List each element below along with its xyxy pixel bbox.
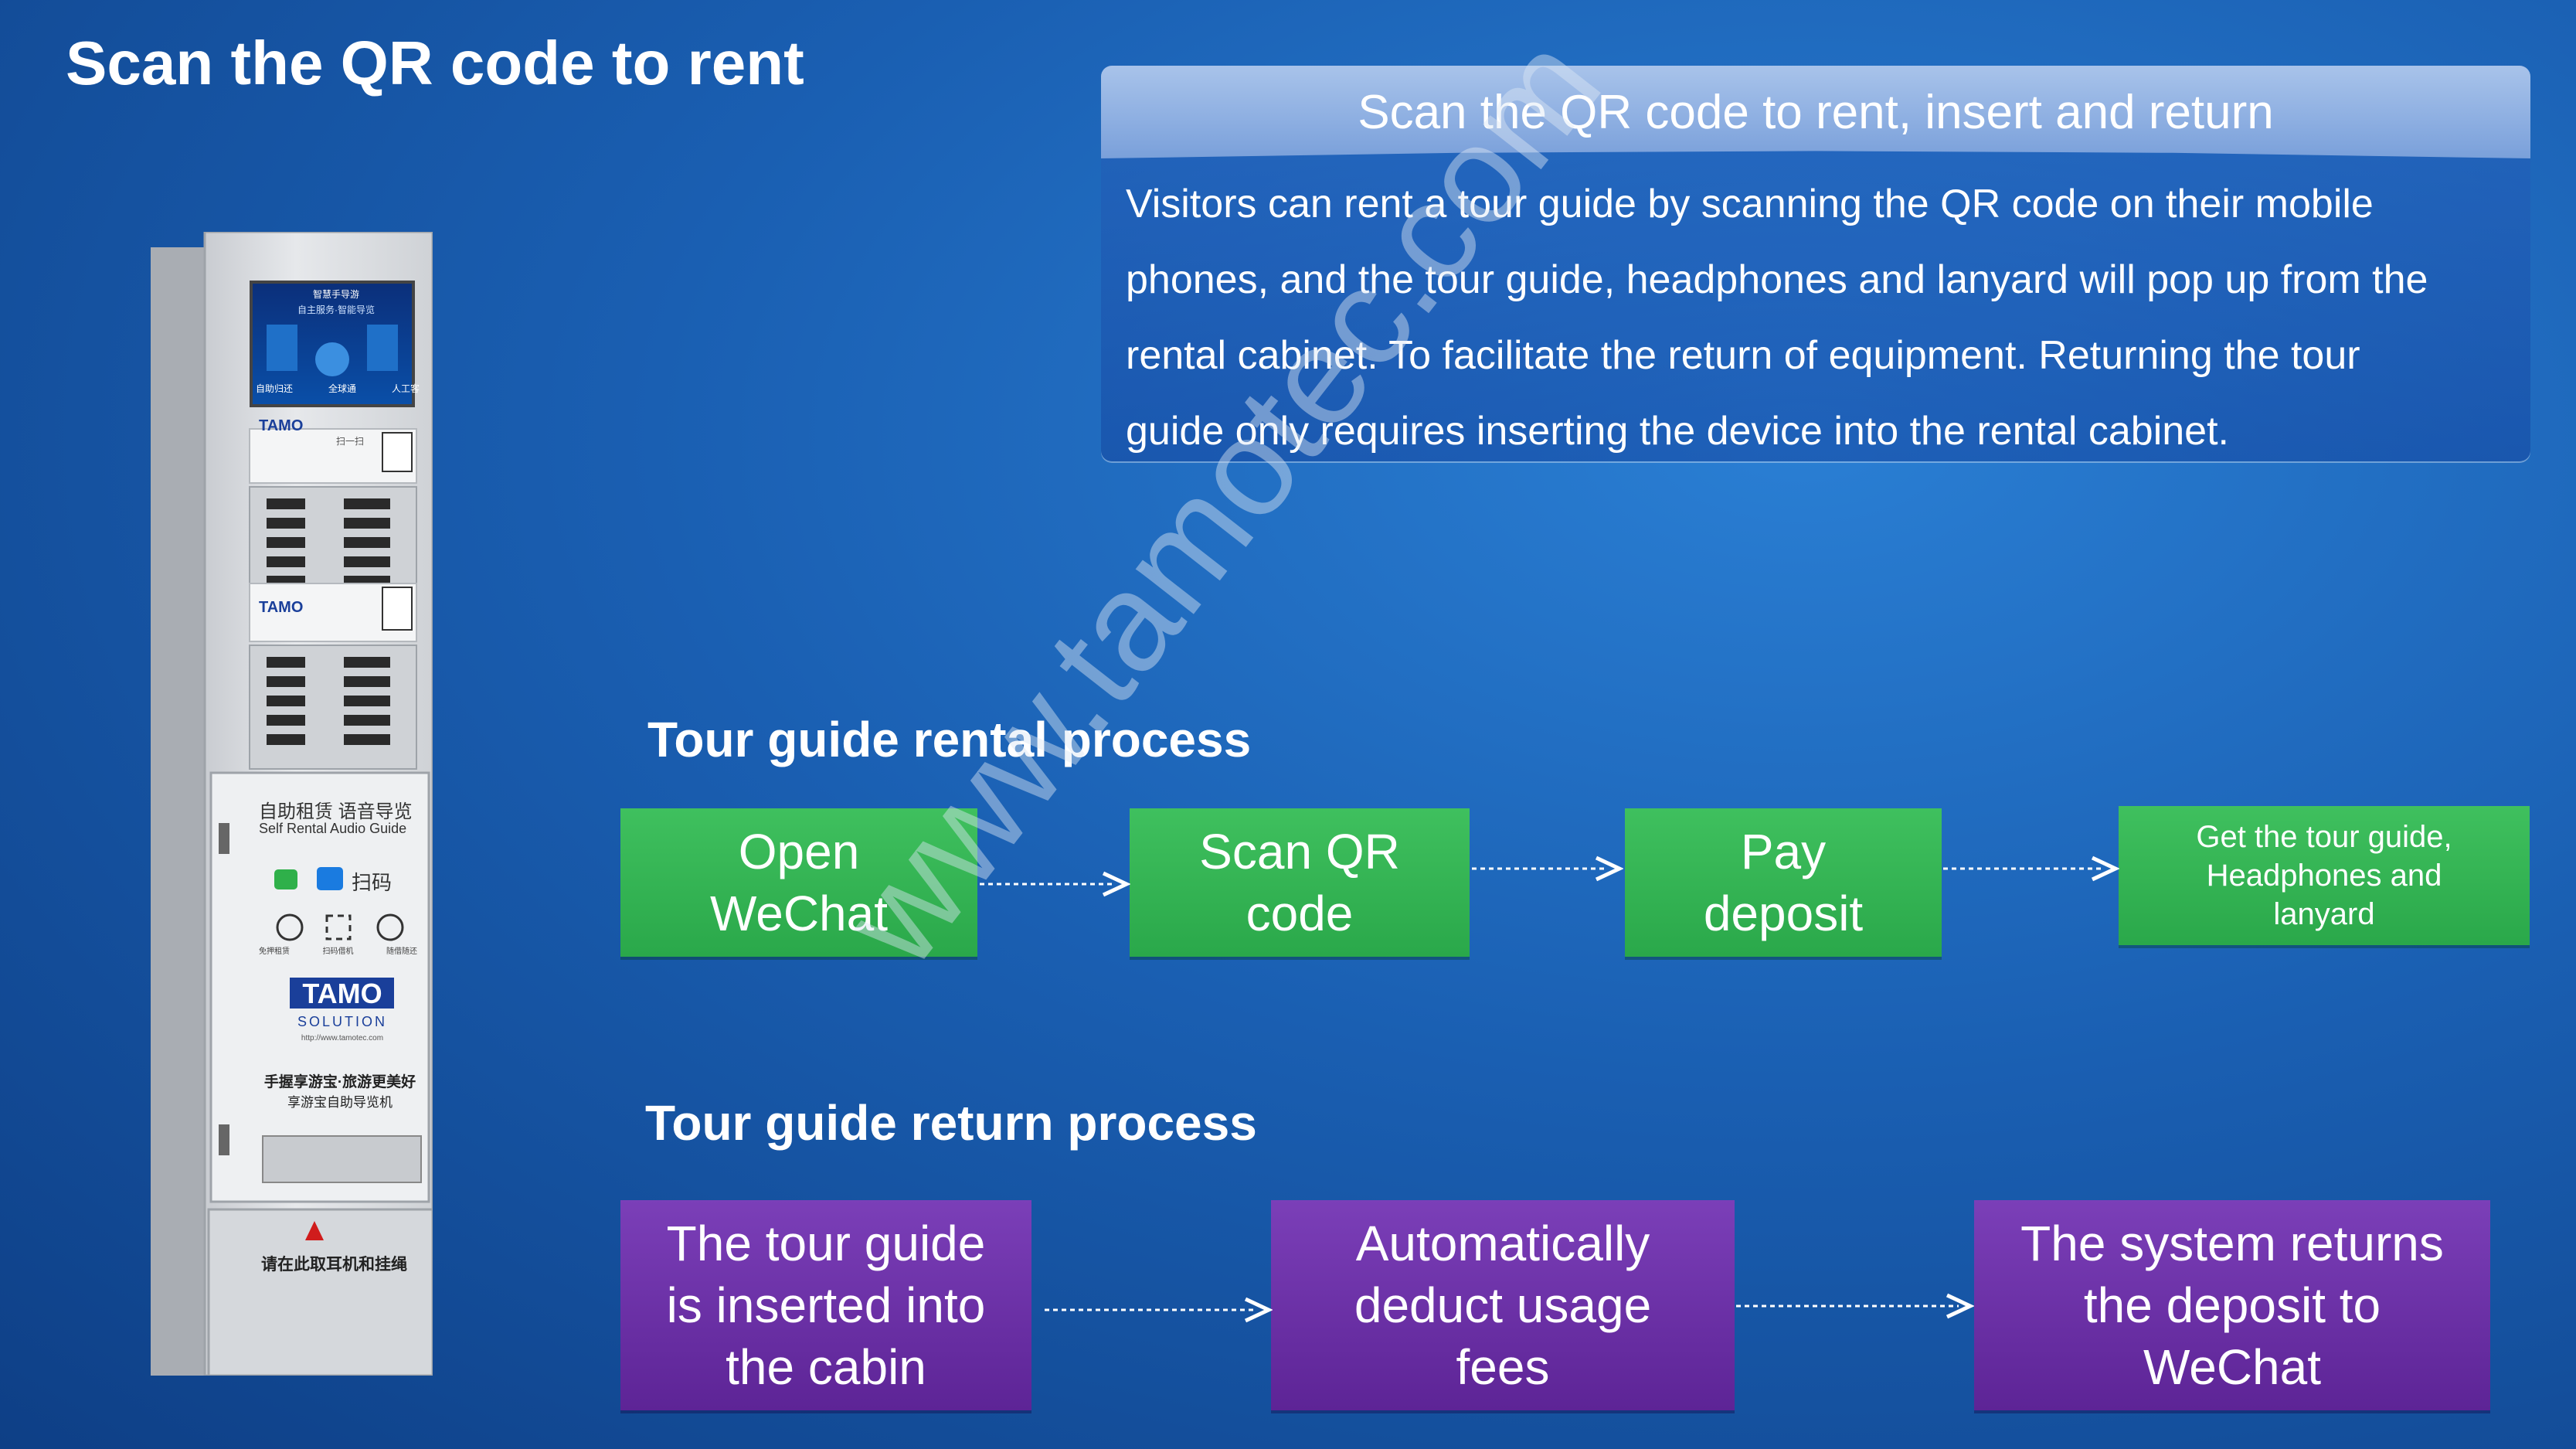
step-label: the cabin bbox=[726, 1339, 926, 1395]
kiosk-screen-label: 人工客 bbox=[391, 383, 420, 394]
kiosk-brand-small: TAMO bbox=[259, 417, 304, 434]
page-title: Scan the QR code to rent bbox=[66, 29, 804, 97]
return-process-title: Tour guide return process bbox=[645, 1095, 1257, 1151]
step-label: Open bbox=[738, 824, 860, 879]
step-label: the deposit to bbox=[2083, 1277, 2381, 1333]
step-label: Get the tour guide, bbox=[2196, 820, 2452, 854]
kiosk-icon-labels: 免押租赁 扫码借机 随借随还 bbox=[259, 944, 417, 956]
kiosk-screen-labels: 自助归还 全球通 人工客 bbox=[256, 382, 420, 395]
step-label: Scan QR bbox=[1199, 824, 1400, 879]
return-step-deduct-fees: Automatically deduct usage fees bbox=[1271, 1200, 1735, 1410]
step-label: WeChat bbox=[2143, 1339, 2322, 1395]
step-label: deduct usage bbox=[1354, 1277, 1652, 1333]
step-label: Headphones and bbox=[2206, 859, 2442, 893]
info-header-bar bbox=[1101, 66, 2530, 158]
kiosk-brand-small: TAMO bbox=[259, 599, 304, 616]
arrow-right-icon bbox=[1472, 855, 1623, 882]
step-label: Automatically bbox=[1355, 1216, 1650, 1271]
arrow-right-icon bbox=[1045, 1297, 1273, 1323]
rental-step-pay-deposit: Pay deposit bbox=[1625, 808, 1942, 957]
rental-kiosk-illustration: TAMO TAMO 智慧手导游 自主服务·智能导览 自助归还 全球通 人工客 扫… bbox=[151, 230, 434, 1377]
kiosk-screen-label: 全球通 bbox=[328, 383, 356, 394]
step-label: Pay bbox=[1740, 824, 1827, 879]
arrow-right-icon bbox=[1736, 1293, 1974, 1319]
kiosk-qr-label: 扫一扫 bbox=[336, 436, 365, 447]
kiosk-icon-label: 随借随还 bbox=[386, 947, 417, 956]
kiosk-screen-title: 智慧手导游 bbox=[312, 289, 359, 300]
info-line: phones, and the tour guide, headphones a… bbox=[1126, 257, 2428, 302]
step-label: The tour guide bbox=[666, 1216, 986, 1271]
kiosk-brand-logo: TAMO bbox=[302, 978, 382, 1009]
return-step-insert: The tour guide is inserted into the cabin bbox=[620, 1200, 1031, 1410]
kiosk-screen-subtitle: 自主服务·智能导览 bbox=[297, 304, 375, 315]
kiosk-slogan-sub: 享游宝自助导览机 bbox=[287, 1095, 393, 1110]
kiosk-drawing bbox=[151, 230, 434, 1377]
arrow-right-icon bbox=[980, 871, 1130, 897]
kiosk-icon-label: 扫码借机 bbox=[322, 947, 354, 956]
kiosk-panel-title-en: Self Rental Audio Guide bbox=[259, 821, 407, 836]
step-label: The system returns bbox=[2020, 1216, 2444, 1271]
kiosk-brand-sub: SOLUTION bbox=[297, 1014, 387, 1029]
step-label: fees bbox=[1456, 1339, 1550, 1395]
rental-step-scan-qr: Scan QR code bbox=[1130, 808, 1470, 957]
step-label: lanyard bbox=[2273, 897, 2375, 931]
return-step-refund-deposit: The system returns the deposit to WeChat bbox=[1974, 1200, 2490, 1410]
step-label: WeChat bbox=[709, 886, 889, 941]
info-line: rental cabinet. To facilitate the return… bbox=[1126, 333, 2360, 378]
kiosk-scan-label: 扫码 bbox=[352, 871, 393, 894]
kiosk-base-label: 请在此取耳机和挂绳 bbox=[261, 1256, 407, 1274]
info-description: Visitors can rent a tour guide by scanni… bbox=[1126, 166, 2517, 469]
kiosk-slogan: 手握享游宝·旅游更美好 bbox=[263, 1074, 416, 1090]
arrow-right-icon bbox=[1943, 855, 2119, 882]
kiosk-screen-label: 自助归还 bbox=[256, 383, 294, 394]
kiosk-website: http://www.tamotec.com bbox=[301, 1034, 384, 1043]
kiosk-icon-label: 免押租赁 bbox=[259, 947, 290, 956]
step-label: code bbox=[1246, 886, 1354, 941]
kiosk-panel-title: 自助租赁 语音导览 bbox=[259, 801, 413, 822]
rental-step-get-guide: Get the tour guide, Headphones and lanyard bbox=[2119, 806, 2530, 945]
info-line: Visitors can rent a tour guide by scanni… bbox=[1126, 182, 2374, 226]
info-header-title: Scan the QR code to rent, insert and ret… bbox=[1358, 85, 2274, 139]
info-panel: Scan the QR code to rent, insert and ret… bbox=[1101, 66, 2530, 461]
rental-process-title: Tour guide rental process bbox=[647, 712, 1252, 767]
step-label: deposit bbox=[1703, 886, 1864, 941]
info-line: guide only requires inserting the device… bbox=[1126, 409, 2229, 454]
step-label: is inserted into bbox=[666, 1277, 986, 1333]
